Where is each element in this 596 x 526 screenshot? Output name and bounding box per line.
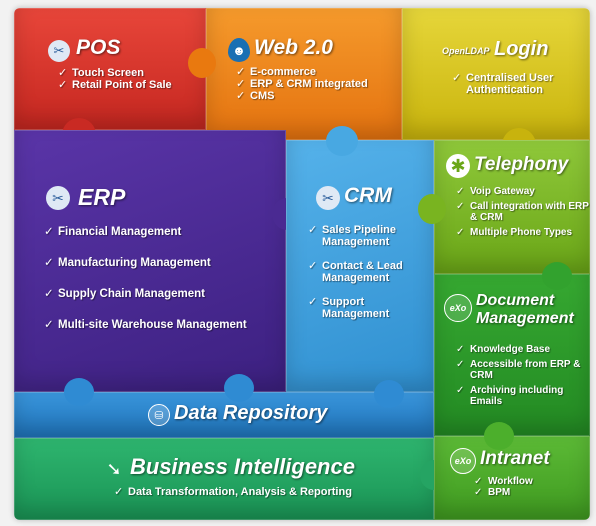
list-item: ✓Multiple Phone Types bbox=[456, 227, 573, 238]
list-item: ✓Retail Point of Sale bbox=[58, 79, 172, 91]
crm-tab bbox=[326, 126, 358, 156]
list-item: ✓Voip Gateway bbox=[456, 186, 535, 197]
piece-login: OpenLDAP Login ✓Centralised User Authent… bbox=[402, 8, 590, 140]
list-item: ✓Manufacturing Management bbox=[44, 257, 211, 269]
asterisk-icon: ✱ bbox=[446, 154, 470, 178]
login-items: ✓Centralised User Authentication bbox=[452, 72, 582, 96]
exo-logo: eXo bbox=[450, 448, 476, 474]
list-item: ✓Touch Screen bbox=[58, 67, 144, 79]
telephony-tab bbox=[418, 194, 446, 224]
web-tab bbox=[188, 48, 216, 78]
web-items: ✓E-commerce ✓ERP & CRM integrated ✓CMS bbox=[236, 66, 396, 102]
piece-pos: ✂ POS ✓Touch Screen ✓Retail Point of Sal… bbox=[14, 8, 206, 130]
bi-title: Business Intelligence bbox=[130, 454, 355, 479]
puzzle-frame: ✂ POS ✓Touch Screen ✓Retail Point of Sal… bbox=[14, 8, 590, 520]
piece-web: ☻ Web 2.0 ✓E-commerce ✓ERP & CRM integra… bbox=[206, 8, 402, 140]
list-item: ✓Sales Pipeline Management bbox=[308, 224, 396, 248]
telephony-items: ✓Voip Gateway ✓Call integration with ERP… bbox=[456, 186, 590, 238]
crm-items: ✓Sales Pipeline Management ✓Contact & Le… bbox=[308, 224, 430, 320]
list-item: ✓BPM bbox=[474, 487, 511, 498]
data-tab-mid bbox=[374, 380, 404, 408]
list-item: ✓Workflow bbox=[474, 476, 533, 487]
intranet-title: Intranet bbox=[480, 448, 550, 469]
list-item: ✓Accessible from ERP & CRM bbox=[456, 359, 581, 381]
data-repository-title: Data Repository bbox=[174, 402, 328, 424]
piece-bi: ➘ Business Intelligence ✓Data Transforma… bbox=[14, 438, 434, 520]
list-item: ✓Financial Management bbox=[44, 226, 182, 238]
data-tab-left bbox=[64, 378, 94, 406]
document-items: ✓Knowledge Base ✓Accessible from ERP & C… bbox=[456, 344, 586, 407]
list-item: ✓Multi-site Warehouse Management bbox=[44, 319, 247, 331]
drupal-icon: ☻ bbox=[228, 38, 250, 62]
openldap-logo: OpenLDAP bbox=[442, 46, 490, 56]
document-tab bbox=[542, 262, 572, 290]
telephony-title: Telephony bbox=[474, 154, 569, 175]
piece-crm: ✂ CRM ✓Sales Pipeline Management ✓Contac… bbox=[286, 140, 434, 392]
list-item: ✓Centralised User Authentication bbox=[452, 72, 554, 96]
intranet-tab bbox=[484, 422, 514, 450]
crm-title: CRM bbox=[344, 184, 392, 207]
piece-document: eXo Document Management ✓Knowledge Base … bbox=[434, 274, 590, 436]
web-title: Web 2.0 bbox=[254, 36, 333, 59]
list-item: ✓Data Transformation, Analysis & Reporti… bbox=[114, 486, 352, 498]
piece-erp: ✂ ERP ✓Financial Management ✓Manufacturi… bbox=[14, 130, 286, 392]
list-item: ✓Archiving including Emails bbox=[456, 385, 564, 407]
list-item: ✓Contact & Lead Management bbox=[308, 260, 403, 284]
piece-intranet: eXo Intranet ✓Workflow ✓BPM bbox=[434, 436, 590, 520]
login-title: Login bbox=[494, 38, 549, 60]
data-tab-right bbox=[224, 374, 254, 402]
list-item: ✓E-commerce bbox=[236, 66, 317, 78]
crm-icon: ✂ bbox=[316, 186, 340, 210]
list-item: ✓CMS bbox=[236, 90, 275, 102]
list-item: ✓Knowledge Base bbox=[456, 344, 551, 355]
erp-items: ✓Financial Management ✓Manufacturing Man… bbox=[44, 226, 284, 332]
list-item: ✓ERP & CRM integrated bbox=[236, 78, 368, 90]
list-item: ✓Call integration with ERP & CRM bbox=[456, 201, 589, 223]
document-title: Document Management bbox=[476, 292, 574, 327]
pos-title: POS bbox=[76, 36, 121, 59]
pos-icon: ✂ bbox=[48, 40, 70, 62]
list-item: ✓Supply Chain Management bbox=[44, 288, 205, 300]
list-item: ✓Support Management bbox=[308, 296, 390, 320]
bi-items: ✓Data Transformation, Analysis & Reporti… bbox=[114, 486, 414, 498]
exo-logo: eXo bbox=[444, 294, 472, 322]
database-icon: ⛁ bbox=[148, 404, 170, 426]
piece-telephony: ✱ Telephony ✓Voip Gateway ✓Call integrat… bbox=[434, 140, 590, 274]
erp-title: ERP bbox=[78, 184, 126, 210]
pos-items: ✓Touch Screen ✓Retail Point of Sale bbox=[58, 67, 206, 91]
erp-icon: ✂ bbox=[46, 186, 70, 210]
intranet-items: ✓Workflow ✓BPM bbox=[474, 476, 584, 498]
pentaho-icon: ➘ bbox=[106, 458, 122, 479]
